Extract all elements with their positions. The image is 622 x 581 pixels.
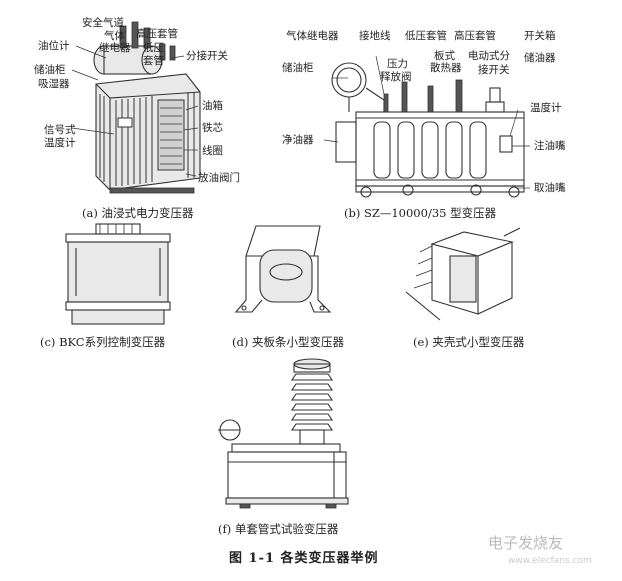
label-b-changer: 接开关	[478, 64, 510, 76]
label-a-drain-valve: 放油阀门	[198, 172, 240, 184]
caption-c: (c) BKC系列控制变压器	[40, 335, 166, 349]
caption-f: (f) 单套管式试验变压器	[218, 522, 339, 536]
label-b-switch-box: 开关箱	[524, 30, 556, 42]
clamp-strip-transformer-drawing	[234, 225, 332, 313]
figure-title: 图 1-1 各类变压器举例	[229, 551, 379, 566]
label-a-iron-core: 铁芯	[202, 122, 223, 134]
label-b-conservator: 储油柜	[282, 62, 314, 74]
caption-e: (e) 夹壳式小型变压器	[413, 335, 525, 349]
label-a-breather: 吸湿器	[38, 78, 70, 90]
label-a-signal-type: 信号式	[44, 124, 76, 136]
label-b-gas-relay: 气体继电器	[286, 30, 339, 42]
label-b-plate: 板式	[434, 50, 455, 62]
watermark-url: www.elecfans.com	[508, 556, 592, 566]
label-b-thermometer: 温度计	[530, 102, 562, 114]
caption-a: (a) 油浸式电力变压器	[82, 206, 194, 220]
label-b-oil-filler: 注油嘴	[534, 140, 566, 152]
single-bushing-test-transformer-drawing	[218, 358, 349, 509]
label-a-oil-level-gauge: 油位计	[38, 40, 70, 52]
label-b-hv-bushing: 高压套管	[454, 30, 496, 42]
label-b-ground-wire: 接地线	[359, 30, 391, 42]
label-a-bushing: 套管	[143, 55, 164, 67]
label-a-tap-changer: 分接开关	[186, 50, 228, 62]
label-b-radiator: 散热器	[430, 62, 462, 74]
label-b-relief-valve: 释放阀	[380, 71, 412, 83]
label-b-pressure: 压力	[387, 58, 408, 70]
label-b-oil-sampler: 取油嘴	[534, 182, 566, 194]
label-a-safety-airway: 安全气道	[82, 17, 124, 29]
label-a-coil: 线圈	[202, 145, 223, 157]
clamp-shell-transformer-drawing	[405, 227, 521, 321]
bkc-control-transformer-drawing	[65, 223, 171, 325]
watermark-logo: 电子发烧友	[488, 534, 564, 552]
sz-transformer-drawing	[323, 55, 530, 198]
label-a-oil-tank: 油箱	[202, 100, 223, 112]
label-a-hv-bushing: 高压套管	[136, 28, 178, 40]
label-a-thermometer: 温度计	[44, 137, 76, 149]
oil-immersed-transformer-drawing	[71, 21, 201, 194]
label-b-lv-bushing: 低压套管	[405, 30, 447, 42]
label-b-oil-reservoir: 储油器	[524, 52, 556, 64]
label-a-conservator: 储油柜	[34, 64, 66, 76]
label-b-motor-tap: 电动式分	[468, 50, 510, 62]
label-a-gas: 气体	[104, 30, 125, 42]
caption-d: (d) 夹板条小型变压器	[232, 335, 344, 349]
caption-b: (b) SZ—10000/35 型变压器	[344, 206, 497, 220]
label-a-relay: 继电器	[99, 42, 131, 54]
label-a-lv: 低压	[143, 42, 164, 54]
label-b-oil-purifier: 净油器	[282, 134, 314, 146]
